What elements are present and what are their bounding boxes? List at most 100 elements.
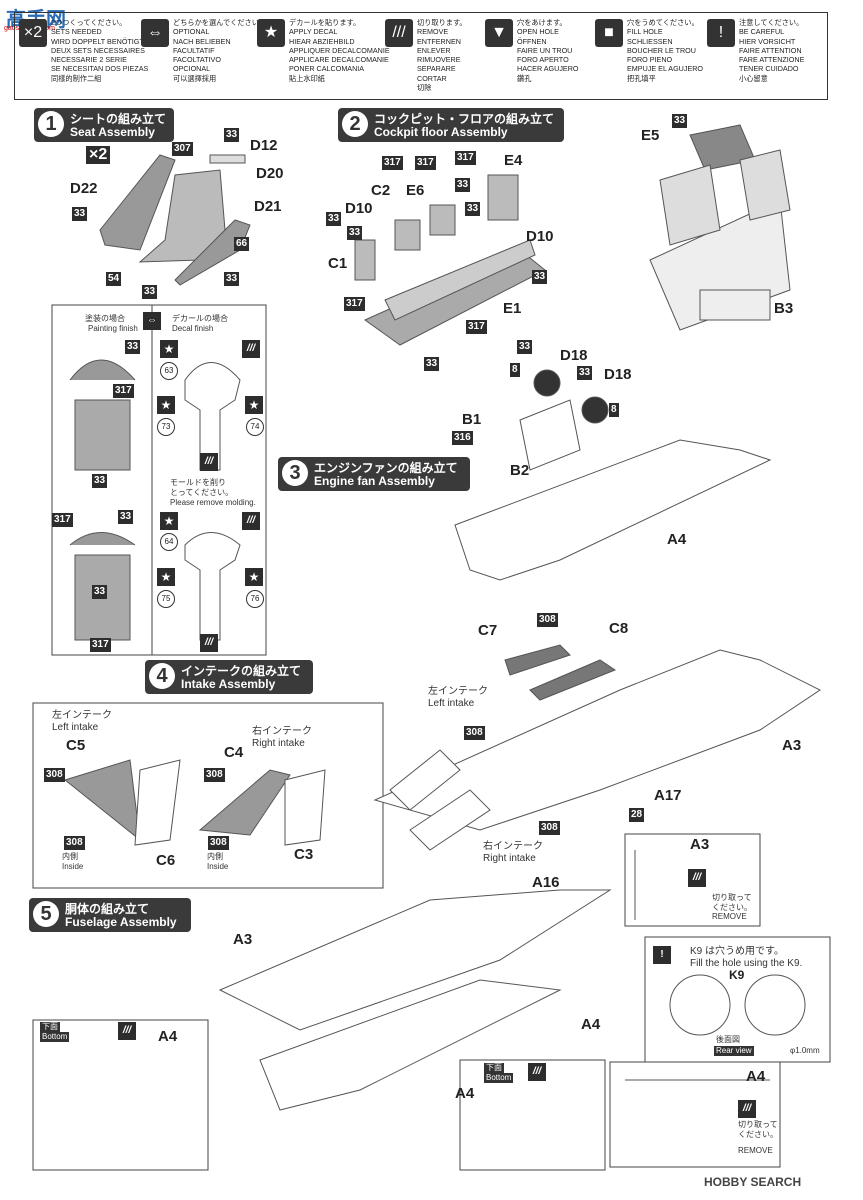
decal-number: 76 [246, 590, 264, 608]
color-code: 33 [326, 212, 342, 226]
part-label: C3 [294, 846, 314, 863]
legend-line: 小心留意 [739, 73, 768, 83]
legend-line: OPEN HOLE [517, 27, 559, 37]
decal-star-icon: ★ [157, 396, 175, 414]
part-label: C2 [371, 182, 391, 199]
color-code: 54 [106, 272, 122, 286]
step-1-title: 1 シートの組み立て Seat Assembly [34, 108, 174, 142]
color-code: 308 [539, 821, 560, 835]
color-code: 8 [510, 363, 520, 377]
step-number: 3 [282, 460, 308, 486]
legend-line: RIMUOVERE [417, 55, 461, 65]
legend-line: FILL HOLE [627, 27, 663, 37]
color-code: 33 [347, 226, 363, 240]
part-label: D21 [254, 198, 282, 215]
color-code: 308 [204, 768, 225, 782]
right-intake-label-en: Right intake [252, 738, 305, 749]
color-code: 33 [224, 128, 240, 142]
color-code: 28 [629, 808, 645, 822]
x2-icon: ×2 [19, 19, 47, 47]
color-code: 308 [64, 836, 85, 850]
legend-line: PONER CALCOMANIA [289, 64, 365, 74]
part-label: D12 [250, 137, 278, 154]
remove-icon: /// [385, 19, 413, 47]
legend-line: DEUX SETS NECESSAIRES [51, 45, 145, 55]
legend-line: FORO APERTO [517, 55, 569, 65]
color-code: 317 [90, 638, 111, 652]
step-title-en: Fuselage Assembly [65, 915, 177, 929]
legend-line: 鑽孔 [517, 73, 532, 83]
left-intake-label-jp: 左インテーク [52, 710, 112, 721]
color-code: 317 [382, 156, 403, 170]
color-code: 317 [113, 384, 134, 398]
legend-line: FORO PIENO [627, 55, 673, 65]
step-title-jp: コックピット・フロアの組み立て [374, 112, 555, 126]
part-label: C7 [478, 622, 498, 639]
part-label: E6 [406, 182, 425, 199]
k9-note-en: Fill the hole using the K9. [690, 958, 803, 969]
step-title-en: Intake Assembly [181, 677, 276, 691]
remove-icon: /// [200, 634, 218, 652]
remove-icon: /// [242, 340, 260, 358]
step-title-en: Engine fan Assembly [314, 474, 435, 488]
color-code: 33 [672, 114, 688, 128]
rear-view-en: Rear view [714, 1046, 754, 1056]
step-title-en: Seat Assembly [70, 125, 155, 139]
decal-star-icon: ★ [157, 568, 175, 586]
color-code: 33 [142, 285, 158, 299]
decal-star-icon: ★ [160, 512, 178, 530]
color-code: 33 [517, 340, 533, 354]
legend-line: SEPARARE [417, 64, 456, 74]
color-code: 308 [537, 613, 558, 627]
mold-note-jp2: とってください。 [170, 488, 234, 497]
part-label: B1 [462, 411, 482, 428]
part-label: D20 [256, 165, 284, 182]
step-title-jp: 胴体の組み立て [65, 902, 150, 916]
legend-line: HACER AGUJERO [517, 64, 579, 74]
legend-line: REMOVE [417, 27, 449, 37]
legend-line: FACULTATIF [173, 45, 215, 55]
remove-note-en: REMOVE [712, 912, 747, 921]
decal-star-icon: ★ [245, 568, 263, 586]
drill-size: φ1.0mm [790, 1046, 820, 1055]
legend-line: TENER CUIDADO [739, 64, 799, 74]
color-code: 317 [415, 156, 436, 170]
step-title-en: Cockpit floor Assembly [374, 125, 508, 139]
part-label: A3 [690, 836, 710, 853]
color-code: 317 [344, 297, 365, 311]
bottom-label-en: Bottom [484, 1073, 514, 1083]
legend-line: 切り取ります。 [417, 18, 467, 27]
step-5-title: 5 胴体の組み立て Fuselage Assembly [29, 898, 191, 932]
bottom-label-jp: 下面 [40, 1022, 60, 1032]
open-hole-icon: ▼ [485, 19, 513, 47]
part-label: A4 [455, 1085, 475, 1102]
color-code: 33 [125, 340, 141, 354]
part-label: D10 [526, 228, 554, 245]
legend-line: HIER VORSICHT [739, 36, 796, 46]
part-label: C8 [609, 620, 629, 637]
legend-line: 可以選擇採用 [173, 73, 217, 83]
part-label: A4 [667, 531, 687, 548]
part-label: C6 [156, 852, 176, 869]
decal-number: 75 [157, 590, 175, 608]
part-label: A3 [782, 737, 802, 754]
step-number: 4 [149, 663, 175, 689]
legend-line: APPLY DECAL [289, 27, 338, 37]
legend-line: FAIRE ATTENTION [739, 45, 802, 55]
step-number: 1 [38, 111, 64, 137]
legend-line: 2つつくってください。 [51, 18, 127, 27]
fill-hole-icon: ■ [595, 19, 623, 47]
color-code: 33 [224, 272, 240, 286]
remove-note-jp: 切り取って ください。 [738, 1120, 778, 1139]
right-intake-label-jp: 右インテーク [252, 726, 312, 737]
color-code: 33 [72, 207, 88, 221]
part-label: A3 [233, 931, 253, 948]
color-code: 33 [92, 585, 108, 599]
painting-finish-jp: 塗装の場合 [85, 314, 125, 323]
